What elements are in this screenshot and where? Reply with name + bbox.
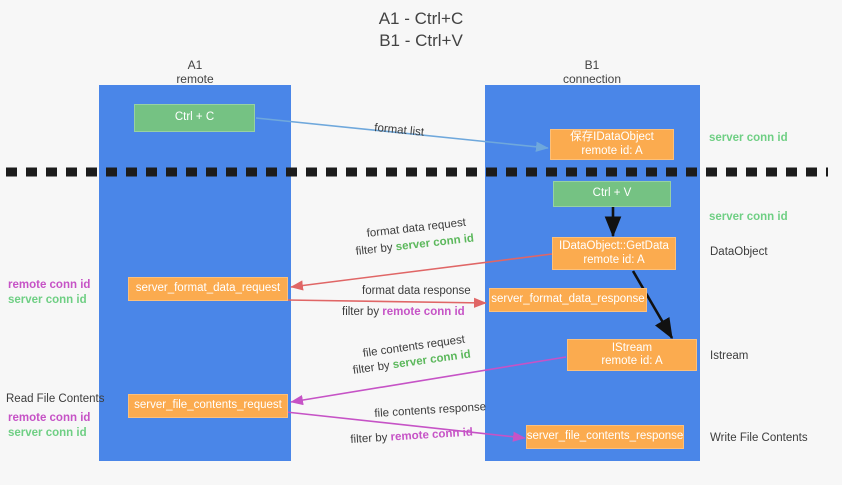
label-filter-prefix-2: filter by (342, 306, 383, 318)
arrow-getdata-to-istream (631, 270, 674, 340)
box-save-idataobject-line1: 保存IDataObject (570, 131, 654, 143)
box-istream-line2: remote id: A (601, 355, 663, 367)
box-server-format-data-response-label: server_format_data_response (491, 293, 645, 306)
arrow-file-contents-response (285, 411, 526, 442)
right-annotation-server-conn-id-mid: server conn id (709, 211, 788, 223)
arrow-file-contents-request (290, 356, 567, 406)
arrow-format-list (255, 117, 549, 152)
box-ctrl-v-label: Ctrl + V (592, 187, 632, 200)
left-annotation-remote-conn-id-2: remote conn id (8, 412, 91, 424)
right-annotation-istream: Istream (710, 350, 749, 362)
label-format-data-response: format data response (362, 285, 471, 297)
arrow-format-data-response (285, 297, 487, 308)
column-header-a1: A1 remote (130, 58, 260, 86)
box-istream[interactable]: IStream remote id: A (567, 339, 697, 371)
box-getdata-line2: remote id: A (583, 253, 645, 266)
label-format-data-response-filter: filter by remote conn id (342, 305, 465, 320)
label-remote-conn-id-1: remote conn id (382, 306, 465, 318)
left-annotation-remote-conn-id-1: remote conn id (8, 279, 91, 291)
box-server-file-contents-request-label: server_file_contents_request (134, 399, 282, 412)
box-server-file-contents-response-label: server_file_contents_response (526, 430, 684, 443)
page-title: A1 - Ctrl+C B1 - Ctrl+V (378, 9, 464, 50)
box-server-file-contents-response[interactable]: server_file_contents_response (526, 425, 684, 449)
label-remote-conn-id-2: remote conn id (390, 426, 474, 444)
column-header-a1-name: A1 (187, 58, 203, 72)
label-filter-prefix-1: filter by (355, 241, 397, 258)
box-save-idataobject-line2: remote id: A (581, 144, 643, 157)
column-header-b1-sub: connection (562, 72, 622, 86)
left-annotation-server-conn-id-1: server conn id (8, 294, 87, 306)
right-annotation-write-file-contents: Write File Contents (710, 432, 808, 444)
box-idataobject-getdata[interactable]: IDataObject::GetData remote id: A (552, 237, 676, 270)
box-server-format-data-response[interactable]: server_format_data_response (489, 288, 647, 312)
column-header-a1-sub: remote (176, 72, 214, 86)
box-ctrl-c[interactable]: Ctrl + C (134, 104, 255, 132)
left-annotation-group-2: remote conn id server conn id (8, 411, 90, 441)
box-getdata-line1: IDataObject::GetData (559, 240, 669, 252)
right-annotation-dataobject: DataObject (710, 246, 768, 258)
column-header-b1-name: B1 (584, 58, 600, 72)
box-server-format-data-request[interactable]: server_format_data_request (128, 277, 288, 301)
column-header-b1: B1 connection (527, 58, 657, 86)
label-filter-prefix-4: filter by (350, 431, 391, 446)
left-annotation-read-file-contents: Read File Contents (6, 393, 105, 405)
left-annotation-group-1: remote conn id server conn id (8, 278, 90, 308)
box-istream-line1: IStream (611, 341, 653, 354)
box-save-idataobject[interactable]: 保存IDataObject remote id: A (550, 129, 674, 160)
box-ctrl-v[interactable]: Ctrl + V (553, 181, 671, 207)
arrow-format-data-request (290, 253, 553, 291)
box-server-file-contents-request[interactable]: server_file_contents_request (128, 394, 288, 418)
left-annotation-server-conn-id-2: server conn id (8, 427, 87, 439)
box-server-format-data-request-label: server_format_data_request (135, 282, 281, 295)
right-annotation-server-conn-id-top: server conn id (709, 132, 788, 144)
box-ctrl-c-label: Ctrl + C (174, 111, 215, 124)
